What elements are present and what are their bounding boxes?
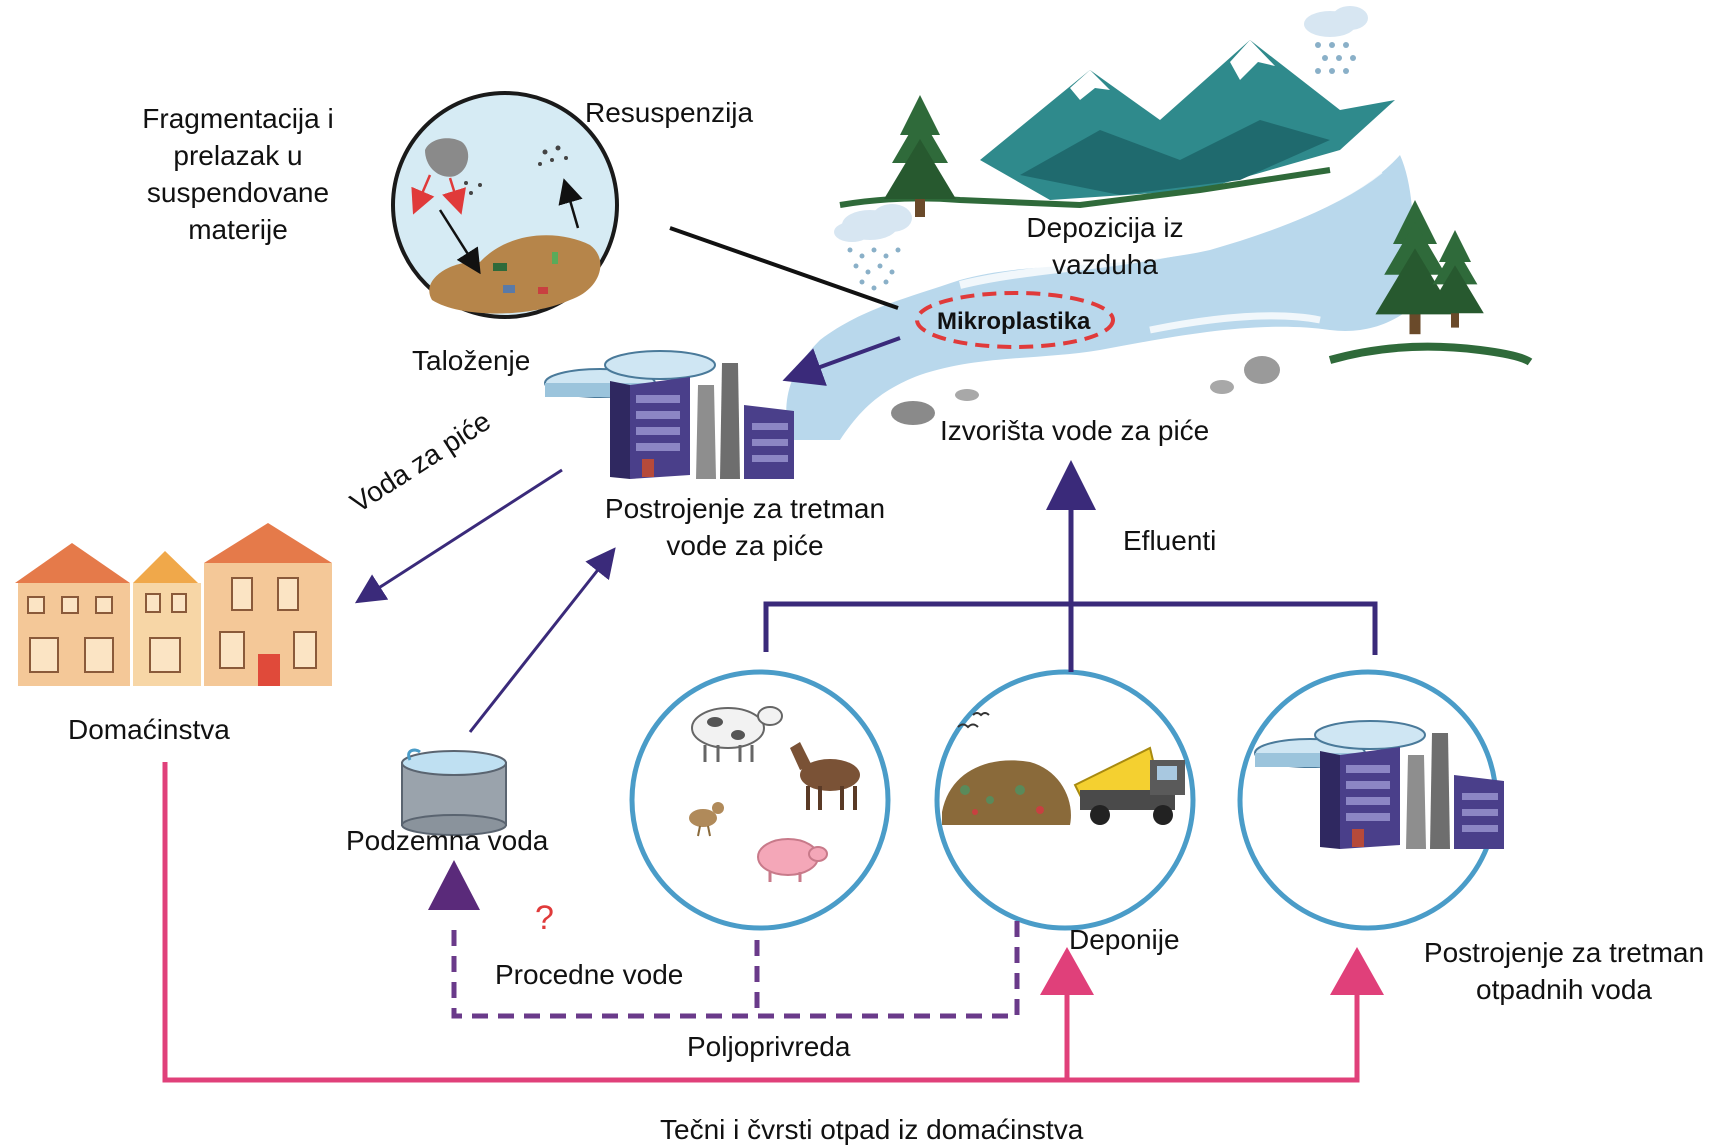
leachate-label: Procedne vode bbox=[495, 959, 684, 990]
wastewater-circle bbox=[1237, 669, 1505, 931]
deposition-line-1: Depozicija iz bbox=[1026, 212, 1184, 243]
groundwater-tank-icon bbox=[401, 748, 507, 836]
wastewater-plant-line-2: otpadnih voda bbox=[1476, 974, 1652, 1005]
wastewater-plant-line-1: Postrojenje za tretman bbox=[1423, 937, 1705, 968]
waste-arrowhead-landfill bbox=[1040, 947, 1094, 995]
agriculture-circle bbox=[629, 669, 891, 931]
fragmentation-line-1: Fragmentacija i bbox=[142, 103, 334, 134]
drinking-plant-label: Postrojenje za tretman vode za piće bbox=[585, 490, 905, 564]
deposition-line-2: vazduha bbox=[1052, 249, 1158, 280]
sedimentation-circle bbox=[391, 91, 619, 319]
resuspension-label: Resuspenzija bbox=[585, 97, 754, 128]
drinking-plant-line-2: vode za piće bbox=[666, 530, 824, 561]
drinking-water-arrow[interactable] bbox=[354, 468, 563, 604]
effluent-arrowhead bbox=[1050, 462, 1092, 505]
rock-icon bbox=[891, 401, 935, 425]
rain-cloud-icon bbox=[834, 204, 912, 291]
birds-icon bbox=[957, 712, 990, 729]
chicken-icon bbox=[689, 802, 724, 837]
question-mark: ? bbox=[535, 899, 554, 937]
landfills-label: Deponije bbox=[1069, 924, 1180, 955]
horse-icon bbox=[790, 742, 860, 810]
groundwater-to-plant-arrow[interactable] bbox=[468, 547, 616, 733]
households-label: Domaćinstva bbox=[68, 714, 230, 745]
microplastics-ring bbox=[915, 291, 1115, 349]
drinking-water-plant-icon bbox=[544, 350, 795, 480]
drinking-plant-line-1: Postrojenje za tretman bbox=[604, 493, 886, 524]
snow-cloud-icon bbox=[1304, 6, 1368, 74]
agriculture-label: Poljoprivreda bbox=[687, 1031, 851, 1062]
microplastics-label: Mikroplastika bbox=[937, 308, 1091, 335]
drinking-sources-label: Izvorišta vode za piće bbox=[940, 415, 1210, 446]
pig-icon bbox=[757, 838, 828, 882]
household-waste-label: Tečni i čvrsti otpad iz domaćinstva bbox=[660, 1114, 1084, 1145]
fragmentation-label: Fragmentacija i prelazak u suspendovane … bbox=[118, 100, 358, 248]
cow-icon bbox=[691, 706, 783, 762]
mountains bbox=[839, 40, 1395, 209]
fragmentation-line-3: suspendovane bbox=[146, 177, 330, 208]
fragmentation-line-4: materije bbox=[188, 214, 288, 245]
zoom-connector-line bbox=[669, 226, 899, 310]
landfill-circle bbox=[934, 669, 1196, 931]
effluents-label: Efluenti bbox=[1123, 525, 1217, 556]
sedimentation-label: Taloženje bbox=[412, 345, 531, 376]
household-waste-lines bbox=[162, 762, 1360, 1083]
groundwater-label: Podzemna voda bbox=[346, 825, 549, 856]
deposition-label: Depozicija iz vazduha bbox=[1005, 209, 1205, 283]
waste-arrowhead-wastewater bbox=[1330, 947, 1384, 995]
river-to-plant-arrow[interactable] bbox=[782, 336, 901, 386]
dump-truck-icon bbox=[1073, 746, 1185, 825]
leachate-lines bbox=[451, 913, 1020, 1019]
houses-icon bbox=[15, 523, 332, 686]
fragmentation-line-2: prelazak u bbox=[173, 140, 303, 171]
river bbox=[786, 155, 1420, 440]
leachate-arrowhead bbox=[428, 860, 480, 910]
wastewater-plant-label: Postrojenje za tretman otpadnih voda bbox=[1404, 934, 1724, 1008]
